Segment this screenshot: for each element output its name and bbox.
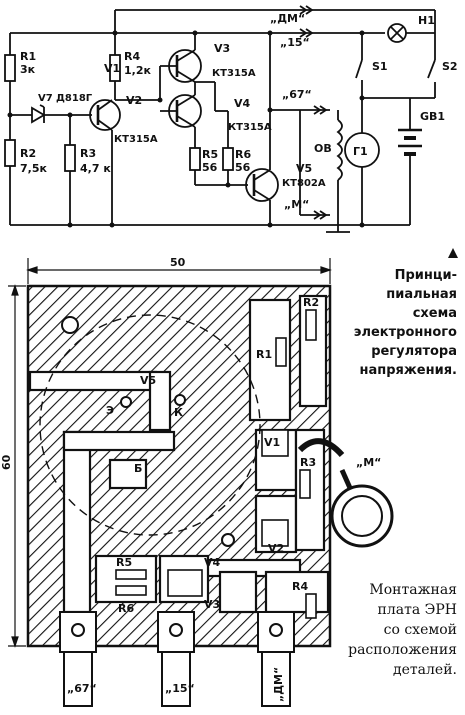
r1-resistor xyxy=(4,54,16,82)
r4-value: 1,2к xyxy=(124,64,151,77)
board-label-r4: R4 xyxy=(292,580,308,593)
schematic-caption: Принци- пиальная схема электронного регу… xyxy=(354,266,457,380)
h1-label: H1 xyxy=(418,14,435,27)
schematic-caption-line: регулятора xyxy=(371,344,457,359)
connector-dm xyxy=(299,5,314,15)
r1-value: 3к xyxy=(20,63,36,76)
r3-resistor xyxy=(64,144,76,172)
r1-label: R1 xyxy=(20,50,36,63)
board-caption-line: со схемой xyxy=(383,622,457,638)
board-r5 xyxy=(115,569,147,580)
board-label-r1: R1 xyxy=(256,348,272,361)
board-caption-line: плата ЭРН xyxy=(377,602,457,618)
v3-label: V3 xyxy=(214,42,230,55)
caption-triangle-marker xyxy=(448,248,458,258)
r6-resistor xyxy=(222,147,234,171)
v4-label: V4 xyxy=(234,97,251,110)
r2-label: R2 xyxy=(20,147,36,160)
r3-label: R3 xyxy=(80,147,96,160)
board-dimensions xyxy=(8,258,332,648)
v7-type: Д818Г xyxy=(56,93,93,104)
schematic-caption-line: схема xyxy=(412,306,457,321)
board-v2 xyxy=(261,519,289,547)
connector-67 xyxy=(313,105,328,115)
schematic-caption-line: Принци- xyxy=(394,268,457,283)
r5-resistor xyxy=(189,147,201,171)
r2-resistor xyxy=(4,139,16,167)
schematic-caption-line: напряжения. xyxy=(359,363,457,378)
v5-outline xyxy=(39,314,261,536)
board-label-v5: V5 xyxy=(140,374,156,387)
terminal-67: „67“ xyxy=(282,88,312,101)
terminal-m: „М“ xyxy=(284,198,309,211)
board-caption-line: расположения xyxy=(348,642,457,658)
board-label-b: Б xyxy=(134,462,142,475)
v7-label: V7 xyxy=(38,93,53,104)
schematic-caption-line: электронного xyxy=(353,325,457,340)
board-caption-line: деталей. xyxy=(393,662,457,678)
board-label-r5: R5 xyxy=(116,556,132,569)
s2-label: S2 xyxy=(442,60,458,73)
terminal-dm: „ДМ“ xyxy=(270,12,305,25)
pin-15-label: „15“ xyxy=(165,682,195,695)
board-v1 xyxy=(261,429,289,457)
v5-transistor xyxy=(245,168,279,202)
board-label-m: „М“ xyxy=(356,456,381,469)
r4-label: R4 xyxy=(124,50,140,63)
terminal-15: „15“ xyxy=(280,36,310,49)
r2-value: 7,5к xyxy=(20,162,47,175)
board-r4 xyxy=(305,593,317,619)
m-terminal-lug xyxy=(297,438,394,548)
board-r1 xyxy=(275,337,287,367)
schematic-caption-line: пиальная xyxy=(386,287,457,302)
field-winding-coil xyxy=(336,119,343,181)
s1-label: S1 xyxy=(372,60,388,73)
board-label-v2: V2 xyxy=(268,542,284,555)
pin-dm-label: „ДМ“ xyxy=(272,667,285,702)
board-r3 xyxy=(299,469,311,499)
board-caption-line: Монтажная xyxy=(369,582,457,598)
board-v3 xyxy=(167,569,203,597)
ov-label: ОВ xyxy=(314,142,332,155)
r5-value: 56 xyxy=(202,161,218,174)
dim-width: 50 xyxy=(170,256,186,269)
r6-value: 56 xyxy=(235,161,251,174)
board-label-k: К xyxy=(174,406,183,419)
board-label-e: Э xyxy=(106,404,114,417)
board-label-r3: R3 xyxy=(300,456,316,469)
board-label-v1: V1 xyxy=(264,436,280,449)
v1-label: V1 xyxy=(104,62,120,75)
schematic xyxy=(4,5,436,233)
connector-m xyxy=(313,210,328,220)
v5-label: V5 xyxy=(296,162,312,175)
v2-label: V2 xyxy=(126,94,142,107)
board-labels: V5 Э К Б R1 R2 R3 R4 R5 R6 V1 V2 V3 V4 xyxy=(106,296,319,615)
dim-height: 60 xyxy=(0,454,13,470)
board-pins xyxy=(59,611,295,707)
board-r6 xyxy=(115,585,147,596)
board-label-v3: V3 xyxy=(204,598,220,611)
gb1-label: GB1 xyxy=(420,110,445,123)
v1-transistor xyxy=(89,99,121,131)
board-caption: Монтажная плата ЭРН со схемой расположен… xyxy=(348,580,457,680)
board-label-r2: R2 xyxy=(303,296,319,309)
v4-type: КТ315А xyxy=(228,122,272,133)
schematic-labels: R1 3к R2 7,5к R3 4,7 к R4 1,2к V7 Д818Г … xyxy=(20,12,458,211)
v1-type: КТ315А xyxy=(114,134,158,145)
r3-value: 4,7 к xyxy=(80,162,111,175)
zener-diode-symbol xyxy=(31,106,46,124)
connector-15 xyxy=(299,28,314,38)
v3-type: КТ315А xyxy=(212,68,256,79)
board-label-v4: V4 xyxy=(204,556,221,569)
r6-label: R6 xyxy=(235,148,251,161)
r5-label: R5 xyxy=(202,148,218,161)
pin-67-label: „67“ xyxy=(67,682,97,695)
pcb-board xyxy=(26,284,332,648)
v5-type: КТ802А xyxy=(282,178,326,189)
board-r2 xyxy=(305,309,317,341)
g1-label: Г1 xyxy=(353,145,368,158)
board-label-r6: R6 xyxy=(118,602,134,615)
